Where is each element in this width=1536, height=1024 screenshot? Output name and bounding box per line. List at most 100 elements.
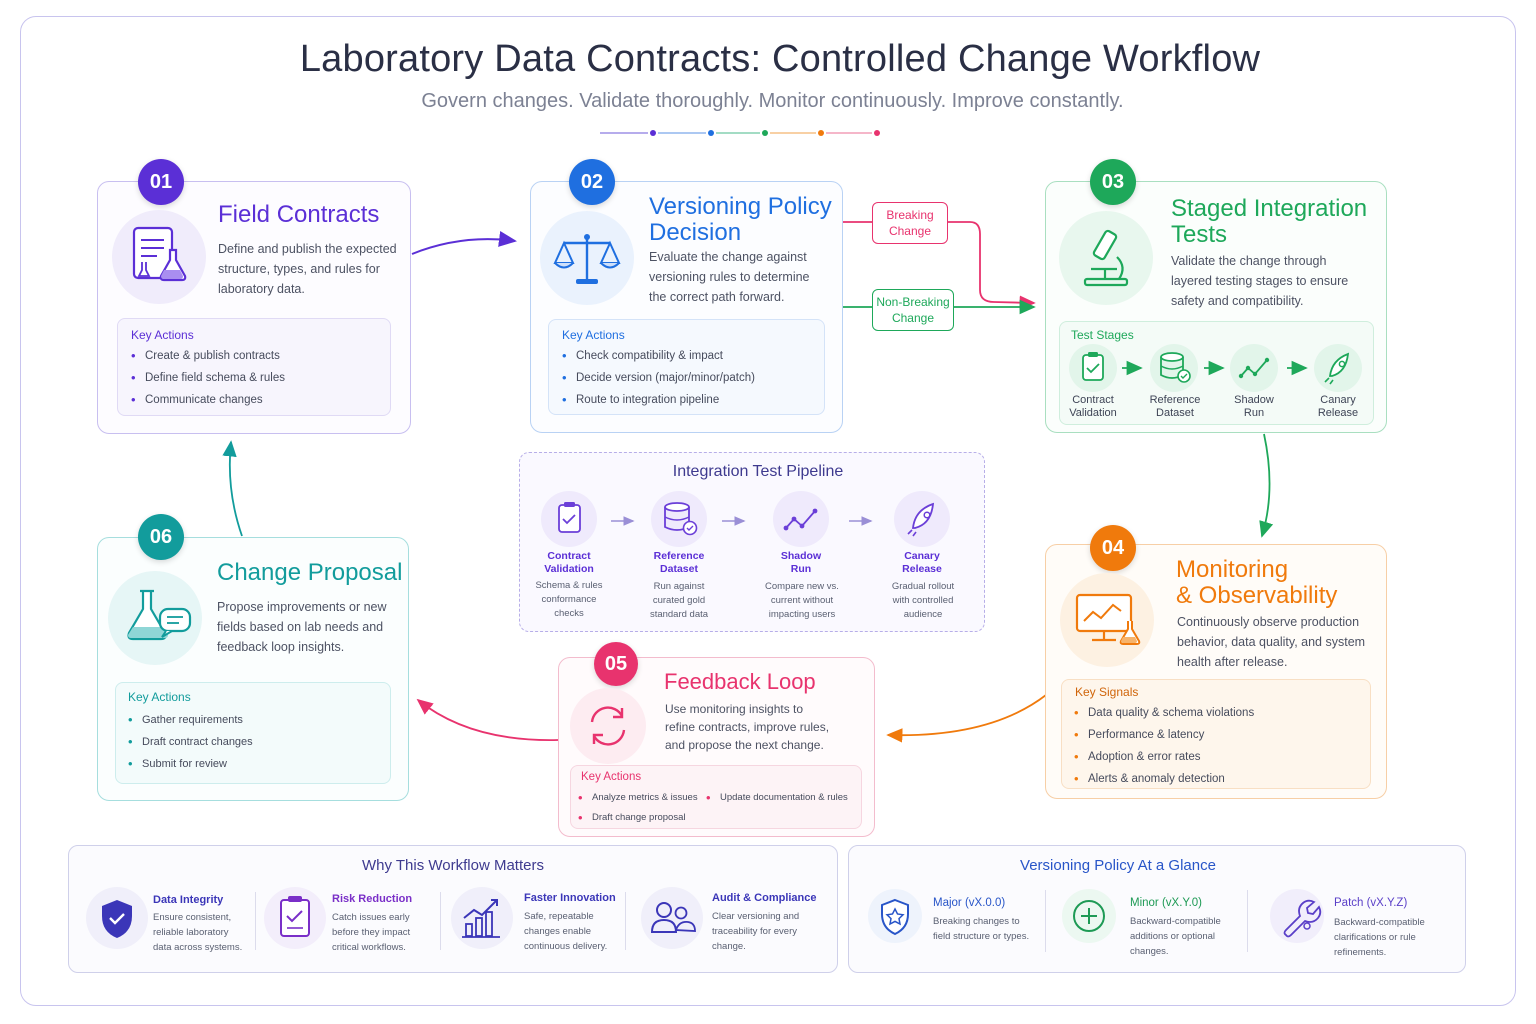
- list-item: Communicate changes: [131, 393, 285, 407]
- list-item: Gather requirements: [128, 713, 253, 727]
- list-item: Submit for review: [128, 757, 253, 771]
- trend-line-icon: [1230, 344, 1278, 392]
- breaking-change-tag: Breaking Change: [872, 202, 948, 244]
- list-item: Analyze metrics & issues: [578, 791, 698, 805]
- step-desc-staged-integration: Validate the change through layered test…: [1171, 254, 1349, 308]
- test-stages-title: Test Stages: [1071, 328, 1134, 342]
- non-breaking-change-tag: Non-Breaking Change: [872, 289, 954, 331]
- database-icon: [651, 491, 707, 547]
- list-item: Route to integration pipeline: [562, 393, 755, 407]
- step-badge-03: 03: [1090, 159, 1136, 205]
- step-title-monitoring: Monitoring & Observability: [1176, 556, 1338, 609]
- step-title-field-contracts: Field Contracts: [218, 201, 380, 228]
- database-icon: [1150, 344, 1198, 392]
- divider: [255, 892, 256, 950]
- list-item: Alerts & anomaly detection: [1074, 772, 1254, 786]
- why-icons: [86, 887, 703, 949]
- arrow-06-to-01: [222, 440, 243, 537]
- microscope-icon: [1059, 211, 1153, 305]
- key-actions-list-01: Create & publish contracts Define field …: [131, 349, 285, 415]
- trend-line-icon: [773, 491, 829, 547]
- divider: [440, 892, 441, 950]
- step-title-feedback-loop: Feedback Loop: [664, 669, 816, 694]
- arrow-05-to-06: [416, 698, 559, 741]
- page-subtitle: Govern changes. Validate thoroughly. Mon…: [421, 90, 1124, 112]
- outer-frame: [20, 16, 1516, 1006]
- monitor-chart-icon: [1060, 573, 1154, 667]
- list-item: Performance & latency: [1074, 728, 1254, 742]
- document-flask-icon: [112, 210, 206, 304]
- versioning-icons: [868, 889, 1324, 943]
- benefit-title-data-integrity: Data Integrity: [153, 894, 224, 906]
- list-item: Decide version (major/minor/patch): [562, 371, 755, 385]
- key-actions-list-05a: Analyze metrics & issues Draft change pr…: [578, 791, 698, 833]
- step-title-change-proposal: Change Proposal: [217, 559, 403, 586]
- step-title-versioning-policy: Versioning Policy Decision: [649, 193, 832, 246]
- decorative-divider: [600, 130, 880, 136]
- step-desc-monitoring: Continuously observe production behavior…: [1177, 615, 1366, 669]
- flask-chat-icon: [108, 571, 202, 665]
- step-badge-02: 02: [569, 159, 615, 205]
- step-badge-01: 01: [138, 159, 184, 205]
- list-item: Adoption & error rates: [1074, 750, 1254, 764]
- balance-scale-icon: [540, 211, 634, 305]
- list-item: Draft contract changes: [128, 735, 253, 749]
- benefit-title-audit-compliance: Audit & Compliance: [712, 892, 817, 904]
- page-title: Laboratory Data Contracts: Controlled Ch…: [299, 38, 1261, 80]
- arrow-breaking: [843, 221, 1034, 303]
- key-signals-list: Data quality & schema violations Perform…: [1074, 706, 1254, 794]
- key-actions-list-05b: Update documentation & rules: [706, 791, 848, 813]
- versioning-glance-panel: [848, 845, 1466, 973]
- refresh-cycle-icon: [570, 688, 646, 764]
- pipeline-icons: [541, 491, 950, 547]
- users-icon: [641, 887, 703, 949]
- divider: [625, 892, 626, 950]
- step-title-staged-integration: Staged Integration Tests: [1171, 195, 1368, 248]
- list-item: Create & publish contracts: [131, 349, 285, 363]
- list-item: Check compatibility & impact: [562, 349, 755, 363]
- key-signals-title: Key Signals: [1075, 685, 1139, 699]
- arrow-04-to-05: [886, 694, 1047, 743]
- integration-pipeline-title: Integration Test Pipeline: [672, 463, 844, 480]
- list-item: Draft change proposal: [578, 811, 698, 825]
- key-actions-list-02: Check compatibility & impact Decide vers…: [562, 349, 755, 415]
- list-item: Data quality & schema violations: [1074, 706, 1254, 720]
- versioning-glance-title: Versioning Policy At a Glance: [1020, 857, 1216, 874]
- list-item: Update documentation & rules: [706, 791, 848, 805]
- key-actions-list-06: Gather requirements Draft contract chang…: [128, 713, 253, 779]
- version-title-major: Major (vX.0.0): [933, 897, 1006, 909]
- version-title-patch: Patch (vX.Y.Z): [1334, 897, 1408, 909]
- test-stage-icons: [1069, 344, 1362, 392]
- benefit-title-faster-innovation: Faster Innovation: [524, 892, 616, 904]
- step-badge-06: 06: [138, 514, 184, 560]
- arrow-01-to-02: [411, 230, 517, 255]
- step-desc-feedback-loop: Use monitoring insights to refine contra…: [665, 702, 830, 752]
- benefit-title-risk-reduction: Risk Reduction: [332, 893, 413, 905]
- wrench-icon: [1270, 889, 1324, 943]
- key-actions-title-05: Key Actions: [581, 771, 642, 783]
- step-badge-04: 04: [1090, 525, 1136, 571]
- version-title-minor: Minor (vX.Y.0): [1130, 897, 1203, 909]
- divider: [1045, 890, 1046, 952]
- step-desc-versioning-policy: Evaluate the change against versioning r…: [649, 250, 810, 304]
- step-desc-field-contracts: Define and publish the expected structur…: [218, 242, 397, 296]
- step-badge-05: 05: [594, 642, 638, 686]
- step-desc-change-proposal: Propose improvements or new fields based…: [217, 600, 387, 654]
